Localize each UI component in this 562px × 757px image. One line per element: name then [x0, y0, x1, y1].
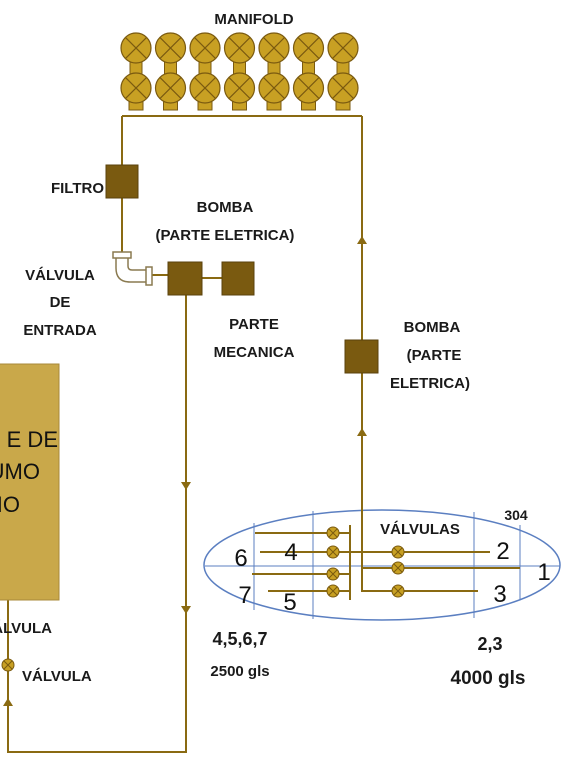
left-valve-label-2: VÁLVULA [22, 668, 92, 685]
arrow-down-icon [181, 482, 191, 490]
group-left-volume: 2500 gls [210, 663, 269, 680]
manifold-valve-icon [292, 32, 325, 75]
right-pump-label-1: BOMBA [404, 319, 461, 336]
manifold-valve-icon [120, 72, 152, 111]
right-pump-box [344, 339, 379, 374]
manifold-valve-icon [258, 32, 290, 75]
tank-text-3: IO [0, 492, 20, 517]
arrow-up-icon [357, 236, 367, 244]
cluster-valves [326, 526, 405, 598]
manifold-valve-icon [223, 72, 256, 111]
manifold-valve-icon [327, 72, 359, 111]
manifold [120, 32, 359, 111]
arrow-up-icon [357, 428, 367, 436]
pump-electric-box [221, 261, 255, 296]
valve-icon [326, 526, 340, 540]
storage-tank [0, 363, 60, 601]
code-304: 304 [504, 507, 528, 523]
valve-icon [326, 567, 340, 581]
valve-cluster-grid [205, 511, 560, 619]
filter-label: FILTRO [51, 180, 104, 197]
valve-icon [391, 545, 405, 559]
mechanical-label-2: MECANICA [214, 344, 295, 361]
manifold-valve-icon [292, 72, 325, 111]
inlet-valve-label-2: DE [50, 294, 71, 311]
manifold-valve-icon [189, 72, 221, 111]
group-left-ids: 4,5,6,7 [212, 629, 267, 649]
pump-top-label-2: (PARTE ELETRICA) [156, 227, 295, 244]
pump-mechanical-box [167, 261, 203, 296]
valve-number-5: 5 [283, 589, 296, 616]
filter-box [105, 164, 139, 199]
manifold-valve-icon [154, 72, 187, 111]
arrow-down-icon [181, 606, 191, 614]
right-pump-label-2: (PARTE [407, 347, 462, 364]
pipe-pump-down-loop [7, 295, 187, 753]
manifold-label: MANIFOLD [214, 11, 293, 28]
group-right-volume: 4000 gls [451, 668, 526, 689]
manifold-valve-icon [258, 72, 290, 111]
right-pump-label-3: ELETRICA) [390, 375, 470, 392]
pipe-network [7, 115, 363, 753]
valve-number-4: 4 [284, 539, 297, 566]
elbow-valve-icon [112, 251, 153, 286]
valve-icon [326, 584, 340, 598]
group-right-ids: 2,3 [477, 634, 502, 654]
valve-number-1: 1 [537, 559, 550, 586]
arrow-up-icon [3, 698, 13, 706]
valves-label: VÁLVULAS [380, 521, 460, 538]
valve-number-2: 2 [496, 538, 509, 565]
valve-number-3: 3 [493, 581, 506, 608]
manifold-valve-icon [120, 32, 152, 75]
valve-cluster-ellipse [203, 509, 561, 621]
left-valve-label-1: ÁLVULA [0, 620, 52, 637]
tank-text-2: UMO [0, 459, 40, 484]
valve-icon [326, 545, 340, 559]
pump-top-label-1: BOMBA [197, 199, 254, 216]
valve-cross-icon [3, 660, 13, 670]
valve-number-6: 6 [234, 545, 247, 572]
valve-number-7: 7 [238, 582, 251, 609]
manifold-valve-icon [327, 32, 359, 75]
inlet-valve-label-1: VÁLVULA [25, 267, 95, 284]
mechanical-label-1: PARTE [229, 316, 279, 333]
manifold-valve-icon [154, 32, 187, 75]
valve-icon [391, 561, 405, 575]
inlet-valve-label-3: ENTRADA [23, 322, 96, 339]
valve-cluster [203, 508, 561, 621]
manifold-valve-icon [189, 32, 221, 75]
valve-icon [391, 584, 405, 598]
tank-text-1: E DE [7, 427, 58, 452]
manifold-valve-icon [223, 32, 256, 75]
